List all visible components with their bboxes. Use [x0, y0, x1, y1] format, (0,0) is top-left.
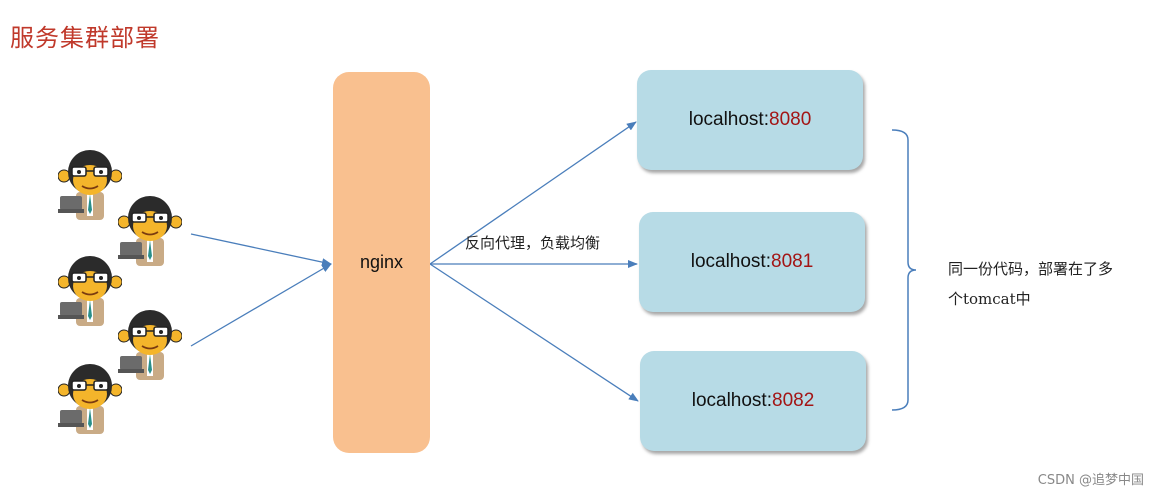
nginx-node: nginx — [333, 72, 430, 453]
server-port: 8081 — [771, 251, 814, 272]
monkey-developer-icon — [58, 256, 122, 326]
server-node-8082: localhost:8082 — [640, 351, 866, 451]
arrow-client-top-to-nginx — [190, 233, 332, 267]
monkey-developer-icon — [118, 196, 182, 266]
note-line-1: 同一份代码，部署在了多 — [948, 260, 1114, 278]
server-host: localhost: — [690, 251, 771, 272]
arrow-nginx-to-server-8082 — [429, 263, 639, 402]
server-host: localhost: — [691, 390, 772, 411]
server-host: localhost: — [688, 109, 769, 130]
arrow-client-bottom-to-nginx — [190, 263, 332, 347]
monkey-developer-icon — [58, 150, 122, 220]
nginx-label: nginx — [359, 252, 404, 272]
server-port: 8080 — [769, 109, 812, 130]
note-line-2: 个tomcat中 — [948, 290, 1031, 308]
server-node-8081: localhost:8081 — [639, 212, 865, 312]
watermark: CSDN @追梦中国 — [1037, 473, 1144, 488]
monkey-developer-icon — [58, 364, 122, 434]
arrow-nginx-to-server-8080 — [429, 121, 637, 265]
server-node-8080: localhost:8080 — [637, 70, 863, 170]
brace-icon — [891, 129, 917, 411]
server-port: 8082 — [772, 390, 815, 411]
page-title: 服务集群部署 — [10, 24, 160, 52]
reverse-proxy-label: 反向代理，负载均衡 — [465, 234, 601, 252]
monkey-developer-icon — [118, 310, 182, 380]
deployment-note: 同一份代码，部署在了多 个tomcat中 — [948, 254, 1153, 314]
